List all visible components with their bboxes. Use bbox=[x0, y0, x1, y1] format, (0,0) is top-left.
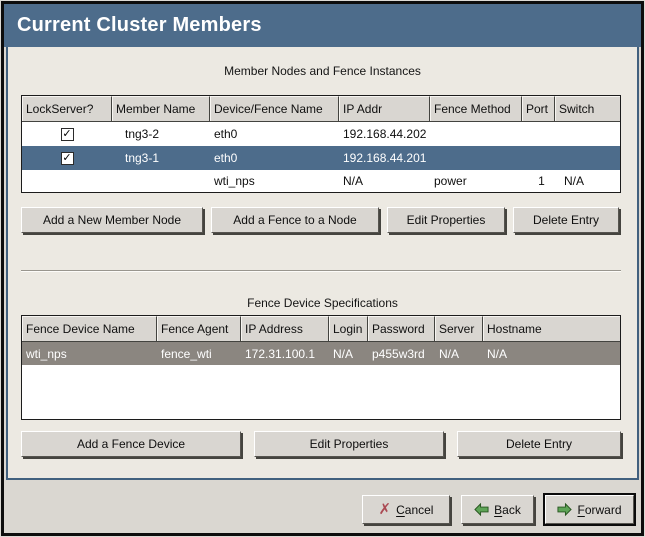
edit-member-properties-button[interactable]: Edit Properties bbox=[387, 207, 505, 233]
fence-table-header: Fence Device Name Fence Agent IP Address… bbox=[22, 316, 620, 342]
section-separator bbox=[21, 270, 621, 272]
delete-fence-entry-button[interactable]: Delete Entry bbox=[457, 431, 621, 457]
forward-button[interactable]: Forward bbox=[545, 495, 634, 524]
hostname-cell: N/A bbox=[487, 346, 508, 361]
column-header-ip-address[interactable]: IP Address bbox=[241, 316, 329, 342]
column-header-member-name[interactable]: Member Name bbox=[112, 96, 210, 122]
switch-cell: N/A bbox=[564, 174, 585, 188]
members-table: LockServer? Member Name Device/Fence Nam… bbox=[21, 95, 621, 193]
member-row-tng3-2[interactable]: ✓ tng3-2 eth0 192.168.44.202 bbox=[22, 122, 620, 146]
ip-addr-cell: 192.168.44.202 bbox=[343, 127, 427, 141]
check-icon: ✓ bbox=[62, 127, 72, 140]
port-cell: 1 bbox=[538, 174, 545, 188]
member-row-tng3-1[interactable]: ✓ tng3-1 eth0 192.168.44.201 bbox=[22, 146, 620, 170]
fence-devices-table: Fence Device Name Fence Agent IP Address… bbox=[21, 315, 621, 420]
forward-arrow-icon bbox=[557, 502, 573, 517]
device-fence-name-cell: wti_nps bbox=[214, 174, 255, 188]
member-name-cell: tng3-1 bbox=[125, 151, 160, 165]
device-fence-name-cell: eth0 bbox=[214, 127, 238, 141]
cancel-button[interactable]: ✗ Cancel bbox=[362, 495, 450, 524]
fence-button-row: Add a Fence Device Edit Properties Delet… bbox=[21, 431, 621, 457]
fence-method-cell: power bbox=[434, 174, 467, 188]
column-header-port[interactable]: Port bbox=[522, 96, 555, 122]
column-header-fence-agent[interactable]: Fence Agent bbox=[157, 316, 241, 342]
fence-table-empty-area bbox=[22, 365, 620, 417]
ip-addr-cell: 192.168.44.201 bbox=[343, 151, 427, 165]
column-header-fence-device-name[interactable]: Fence Device Name bbox=[22, 316, 157, 342]
add-fence-device-button[interactable]: Add a Fence Device bbox=[21, 431, 241, 457]
column-header-ip-addr[interactable]: IP Addr bbox=[339, 96, 430, 122]
back-button[interactable]: Back bbox=[461, 495, 534, 524]
cancel-icon: ✗ bbox=[378, 501, 392, 518]
forward-button-label: Forward bbox=[577, 502, 622, 517]
back-button-label: Back bbox=[494, 502, 521, 517]
members-button-row: Add a New Member Node Add a Fence to a N… bbox=[21, 207, 621, 233]
column-header-login[interactable]: Login bbox=[329, 316, 368, 342]
ip-addr-cell: N/A bbox=[343, 174, 364, 188]
add-fence-to-node-button[interactable]: Add a Fence to a Node bbox=[211, 207, 379, 233]
password-cell: p455w3rd bbox=[372, 346, 425, 361]
add-member-node-button[interactable]: Add a New Member Node bbox=[21, 207, 203, 233]
column-header-device-fence-name[interactable]: Device/Fence Name bbox=[210, 96, 339, 122]
lockserver-checkbox[interactable]: ✓ bbox=[60, 127, 74, 141]
lockserver-cell: ✓ bbox=[22, 151, 112, 165]
column-header-hostname[interactable]: Hostname bbox=[483, 316, 620, 342]
fence-instance-row-wti-nps[interactable]: wti_nps N/A power 1 N/A bbox=[22, 170, 620, 192]
page-title: Current Cluster Members bbox=[17, 14, 262, 36]
fence-agent-cell: fence_wti bbox=[161, 346, 212, 361]
page-title-bar: Current Cluster Members bbox=[4, 4, 641, 47]
members-table-header: LockServer? Member Name Device/Fence Nam… bbox=[22, 96, 620, 122]
fence-table-caption: Fence Device Specifications bbox=[247, 296, 398, 310]
lockserver-cell: ✓ bbox=[22, 127, 112, 141]
column-header-switch[interactable]: Switch bbox=[555, 96, 620, 122]
cancel-button-label: Cancel bbox=[396, 502, 434, 517]
edit-fence-properties-button[interactable]: Edit Properties bbox=[254, 431, 444, 457]
device-fence-name-cell: eth0 bbox=[214, 151, 238, 165]
column-header-lockserver[interactable]: LockServer? bbox=[22, 96, 112, 122]
server-cell: N/A bbox=[439, 346, 460, 361]
column-header-fence-method[interactable]: Fence Method bbox=[430, 96, 522, 122]
check-icon: ✓ bbox=[62, 151, 72, 164]
fence-device-row-wti-nps[interactable]: wti_nps fence_wti 172.31.100.1 N/A p455w… bbox=[22, 342, 620, 365]
column-header-server[interactable]: Server bbox=[435, 316, 483, 342]
column-header-password[interactable]: Password bbox=[368, 316, 435, 342]
wizard-footer: ✗ Cancel Back Forward bbox=[4, 480, 641, 533]
login-cell: N/A bbox=[333, 346, 354, 361]
members-table-caption: Member Nodes and Fence Instances bbox=[224, 64, 421, 78]
delete-member-entry-button[interactable]: Delete Entry bbox=[513, 207, 619, 233]
member-name-cell: tng3-2 bbox=[125, 127, 160, 141]
ip-address-cell: 172.31.100.1 bbox=[245, 346, 316, 361]
back-arrow-icon bbox=[474, 502, 489, 517]
fence-device-name-cell: wti_nps bbox=[26, 346, 67, 361]
lockserver-checkbox[interactable]: ✓ bbox=[60, 151, 74, 165]
content-panel: Member Nodes and Fence Instances LockSer… bbox=[6, 47, 639, 480]
